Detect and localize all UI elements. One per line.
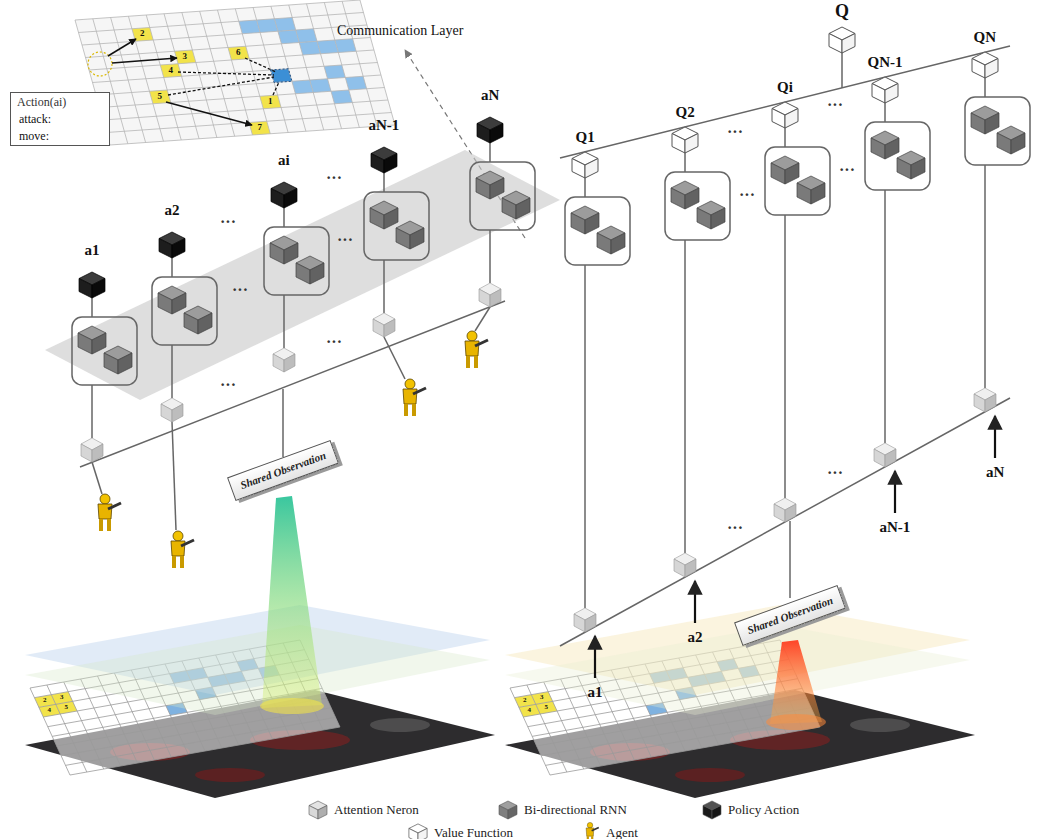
value-label: Q2 xyxy=(676,104,695,121)
ellipsis-mark: ··· xyxy=(739,186,755,204)
action-input-label: a1 xyxy=(588,684,603,701)
action-input-label: aN-1 xyxy=(880,519,911,536)
ellipsis-mark: ··· xyxy=(839,161,855,179)
ellipsis-mark: ··· xyxy=(727,123,743,141)
action-label: aN xyxy=(481,87,499,104)
cell-number: 7 xyxy=(258,123,263,133)
value-label: QN xyxy=(974,29,997,46)
legend-swatch xyxy=(701,799,723,821)
action-input-label: aN xyxy=(986,464,1004,481)
box-text: Shared Observation xyxy=(745,593,834,636)
observation-box: Shared Observation xyxy=(227,439,339,500)
legend-text: Policy Action xyxy=(728,803,799,817)
cell-number: 1 xyxy=(268,97,273,107)
key-entry: move: xyxy=(11,128,109,145)
legend-swatch xyxy=(497,799,519,821)
ellipsis-mark: ··· xyxy=(326,169,342,187)
action-key-box: Action(ai)attack:move: xyxy=(10,92,110,146)
cell-number: 2 xyxy=(140,29,145,39)
value-label: Qi xyxy=(777,79,793,96)
legend-swatch xyxy=(307,799,329,821)
ellipsis-mark: ··· xyxy=(337,231,353,249)
legend-text: Value Function xyxy=(434,826,513,839)
legend-text: Attention Neron xyxy=(334,803,419,817)
action-label: a2 xyxy=(165,202,180,219)
cell-number: 2 xyxy=(43,697,47,705)
ellipsis-mark: ··· xyxy=(326,333,342,351)
action-label: a1 xyxy=(85,242,100,259)
ellipsis-mark: ··· xyxy=(727,519,743,537)
value-label: Q1 xyxy=(576,129,595,146)
box-text: Shared Observation xyxy=(238,448,327,491)
cell-number: 3 xyxy=(183,52,188,62)
cell-number: 3 xyxy=(60,694,64,702)
legend-text: Agent xyxy=(606,826,638,839)
cell-number: 5 xyxy=(64,704,68,712)
ellipsis-mark: ··· xyxy=(220,213,236,231)
cell-number: 4 xyxy=(48,707,52,715)
cell-number: 5 xyxy=(544,704,548,712)
cell-number: 3 xyxy=(540,694,544,702)
box-heading: Action(ai) xyxy=(11,93,109,111)
ellipsis-mark: ··· xyxy=(827,464,843,482)
action-label: aN-1 xyxy=(369,117,400,134)
value-label: Q xyxy=(835,2,849,22)
key-entry: attack: xyxy=(11,111,109,128)
cell-number: 4 xyxy=(528,707,532,715)
cell-number: 2 xyxy=(523,697,527,705)
cell-number: 6 xyxy=(236,48,241,58)
ellipsis-mark: ··· xyxy=(232,281,248,299)
layer-label: Communication Layer xyxy=(337,23,463,38)
ellipsis-mark: ··· xyxy=(827,96,843,114)
observation-box: Shared Observation xyxy=(734,584,846,645)
action-label: ai xyxy=(278,152,290,169)
value-label: QN-1 xyxy=(868,54,903,71)
cell-number: 4 xyxy=(169,66,174,76)
action-input-label: a2 xyxy=(688,629,703,646)
cell-number: 5 xyxy=(158,92,163,102)
legend-text: Bi-directional RNN xyxy=(524,803,627,817)
ellipsis-mark: ··· xyxy=(220,376,236,394)
